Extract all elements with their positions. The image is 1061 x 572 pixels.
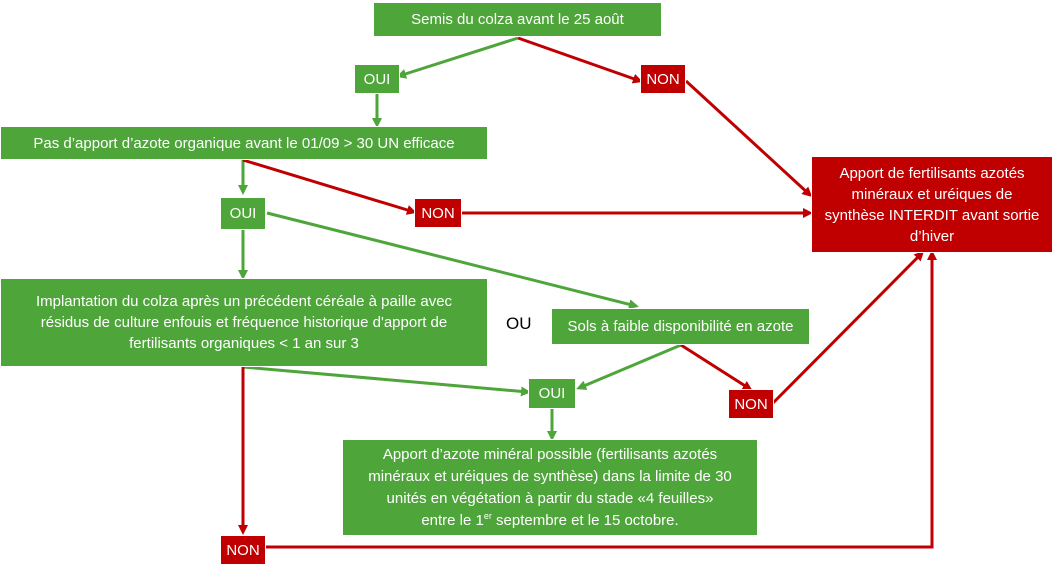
implantation-box: Implantation du colza après un précédent… — [0, 278, 488, 367]
arrow-sols-to-non — [680, 343, 753, 391]
semis-box: Semis du colza avant le 25 août — [373, 2, 662, 37]
arrow-implantation-to-oui — [242, 365, 531, 397]
sols-box: Sols à faible disponibilité en azote — [551, 308, 810, 345]
possible-dates-prefix: entre le 1 — [421, 511, 484, 529]
interdit-box: Apport de fertilisants azotés minéraux e… — [811, 156, 1053, 253]
arrow-semis-to-oui — [396, 36, 519, 79]
possible-text: Apport d’azote minéral possible (fertili… — [368, 445, 732, 507]
non-box-3: NON — [728, 389, 774, 419]
arrow-pas-apport-to-non — [242, 158, 417, 215]
arrow-sols-to-oui — [576, 343, 682, 390]
oui-box-2: OUI — [220, 197, 266, 230]
non-box-4: NON — [220, 535, 266, 565]
possible-box: Apport d’azote minéral possible (fertili… — [342, 439, 758, 536]
oui-box-3: OUI — [528, 378, 576, 409]
possible-dates-sup: er — [483, 510, 492, 521]
oui-box-1: OUI — [354, 64, 400, 94]
non-box-1: NON — [640, 64, 686, 94]
non-box-2: NON — [414, 198, 462, 228]
possible-dates: entre le 1er septembre et le 15 octobre. — [421, 510, 678, 532]
arrow-non-to-interdit-1 — [684, 79, 813, 198]
arrow-oui-to-sols — [266, 211, 639, 310]
arrow-non-to-interdit-4 — [265, 250, 937, 549]
ou-label: OU — [506, 314, 532, 333]
arrow-non-to-interdit-3 — [771, 250, 925, 405]
arrow-semis-to-non — [517, 36, 643, 84]
pas-apport-box: Pas d’apport d’azote organique avant le … — [0, 126, 488, 160]
possible-dates-suffix: septembre et le 15 octobre. — [491, 511, 679, 529]
